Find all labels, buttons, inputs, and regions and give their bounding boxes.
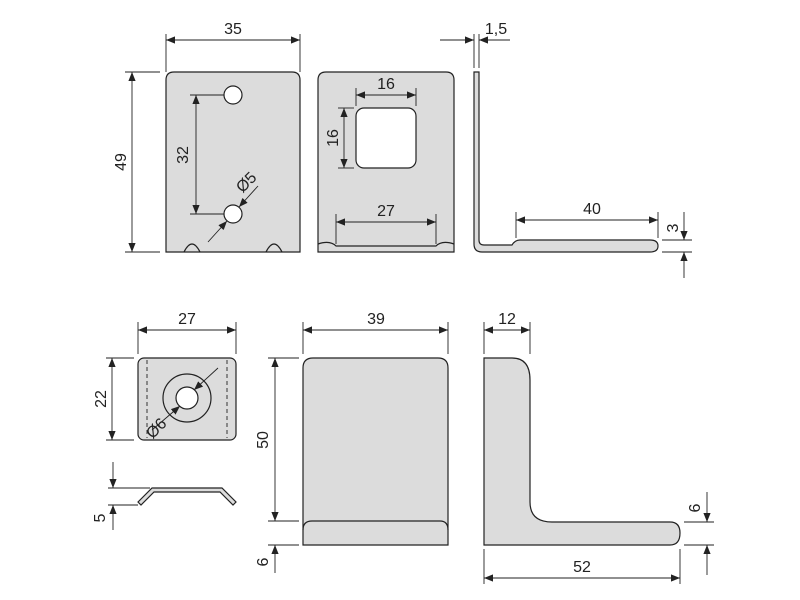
dim-plate-width: 27 — [178, 311, 196, 328]
dim-front-width: 35 — [224, 21, 242, 38]
plate-profile-view: 5 — [92, 462, 237, 530]
dim-plate-height: 22 — [93, 390, 110, 408]
dim-lprofile-base-height: 6 — [687, 503, 704, 512]
dim-window-width: 16 — [377, 76, 395, 93]
plate-center-hole — [175, 386, 199, 410]
dim-lprofile-top-width: 12 — [498, 311, 516, 328]
mounting-hole-bottom — [223, 204, 243, 224]
plate-top-view: 27 22 Ø6 — [93, 311, 237, 442]
square-window — [355, 107, 417, 169]
bracket-front-view: 35 49 32 Ø5 — [113, 21, 301, 253]
bracket-side-profile: 1,5 40 3 — [440, 21, 692, 278]
block-front-view: 39 50 6 — [255, 311, 449, 573]
dim-side-leg-height: 3 — [665, 223, 682, 232]
dim-block-height: 50 — [255, 431, 272, 449]
dim-side-leg-length: 40 — [583, 201, 601, 218]
bracket-back-view: 16 16 27 — [317, 71, 455, 253]
l-profile-side-view: 12 6 52 — [483, 311, 714, 584]
dim-side-thickness: 1,5 — [485, 21, 507, 38]
dim-front-height: 49 — [113, 153, 130, 171]
mounting-hole-top — [223, 85, 243, 105]
dim-back-bottom-width: 27 — [377, 203, 395, 220]
dim-block-base: 6 — [255, 557, 272, 566]
dim-window-height: 16 — [325, 129, 342, 147]
dim-block-width: 39 — [367, 311, 385, 328]
dim-hole-spacing: 32 — [175, 146, 192, 164]
dim-plate-profile-height: 5 — [92, 513, 109, 522]
dim-lprofile-length: 52 — [573, 559, 591, 576]
